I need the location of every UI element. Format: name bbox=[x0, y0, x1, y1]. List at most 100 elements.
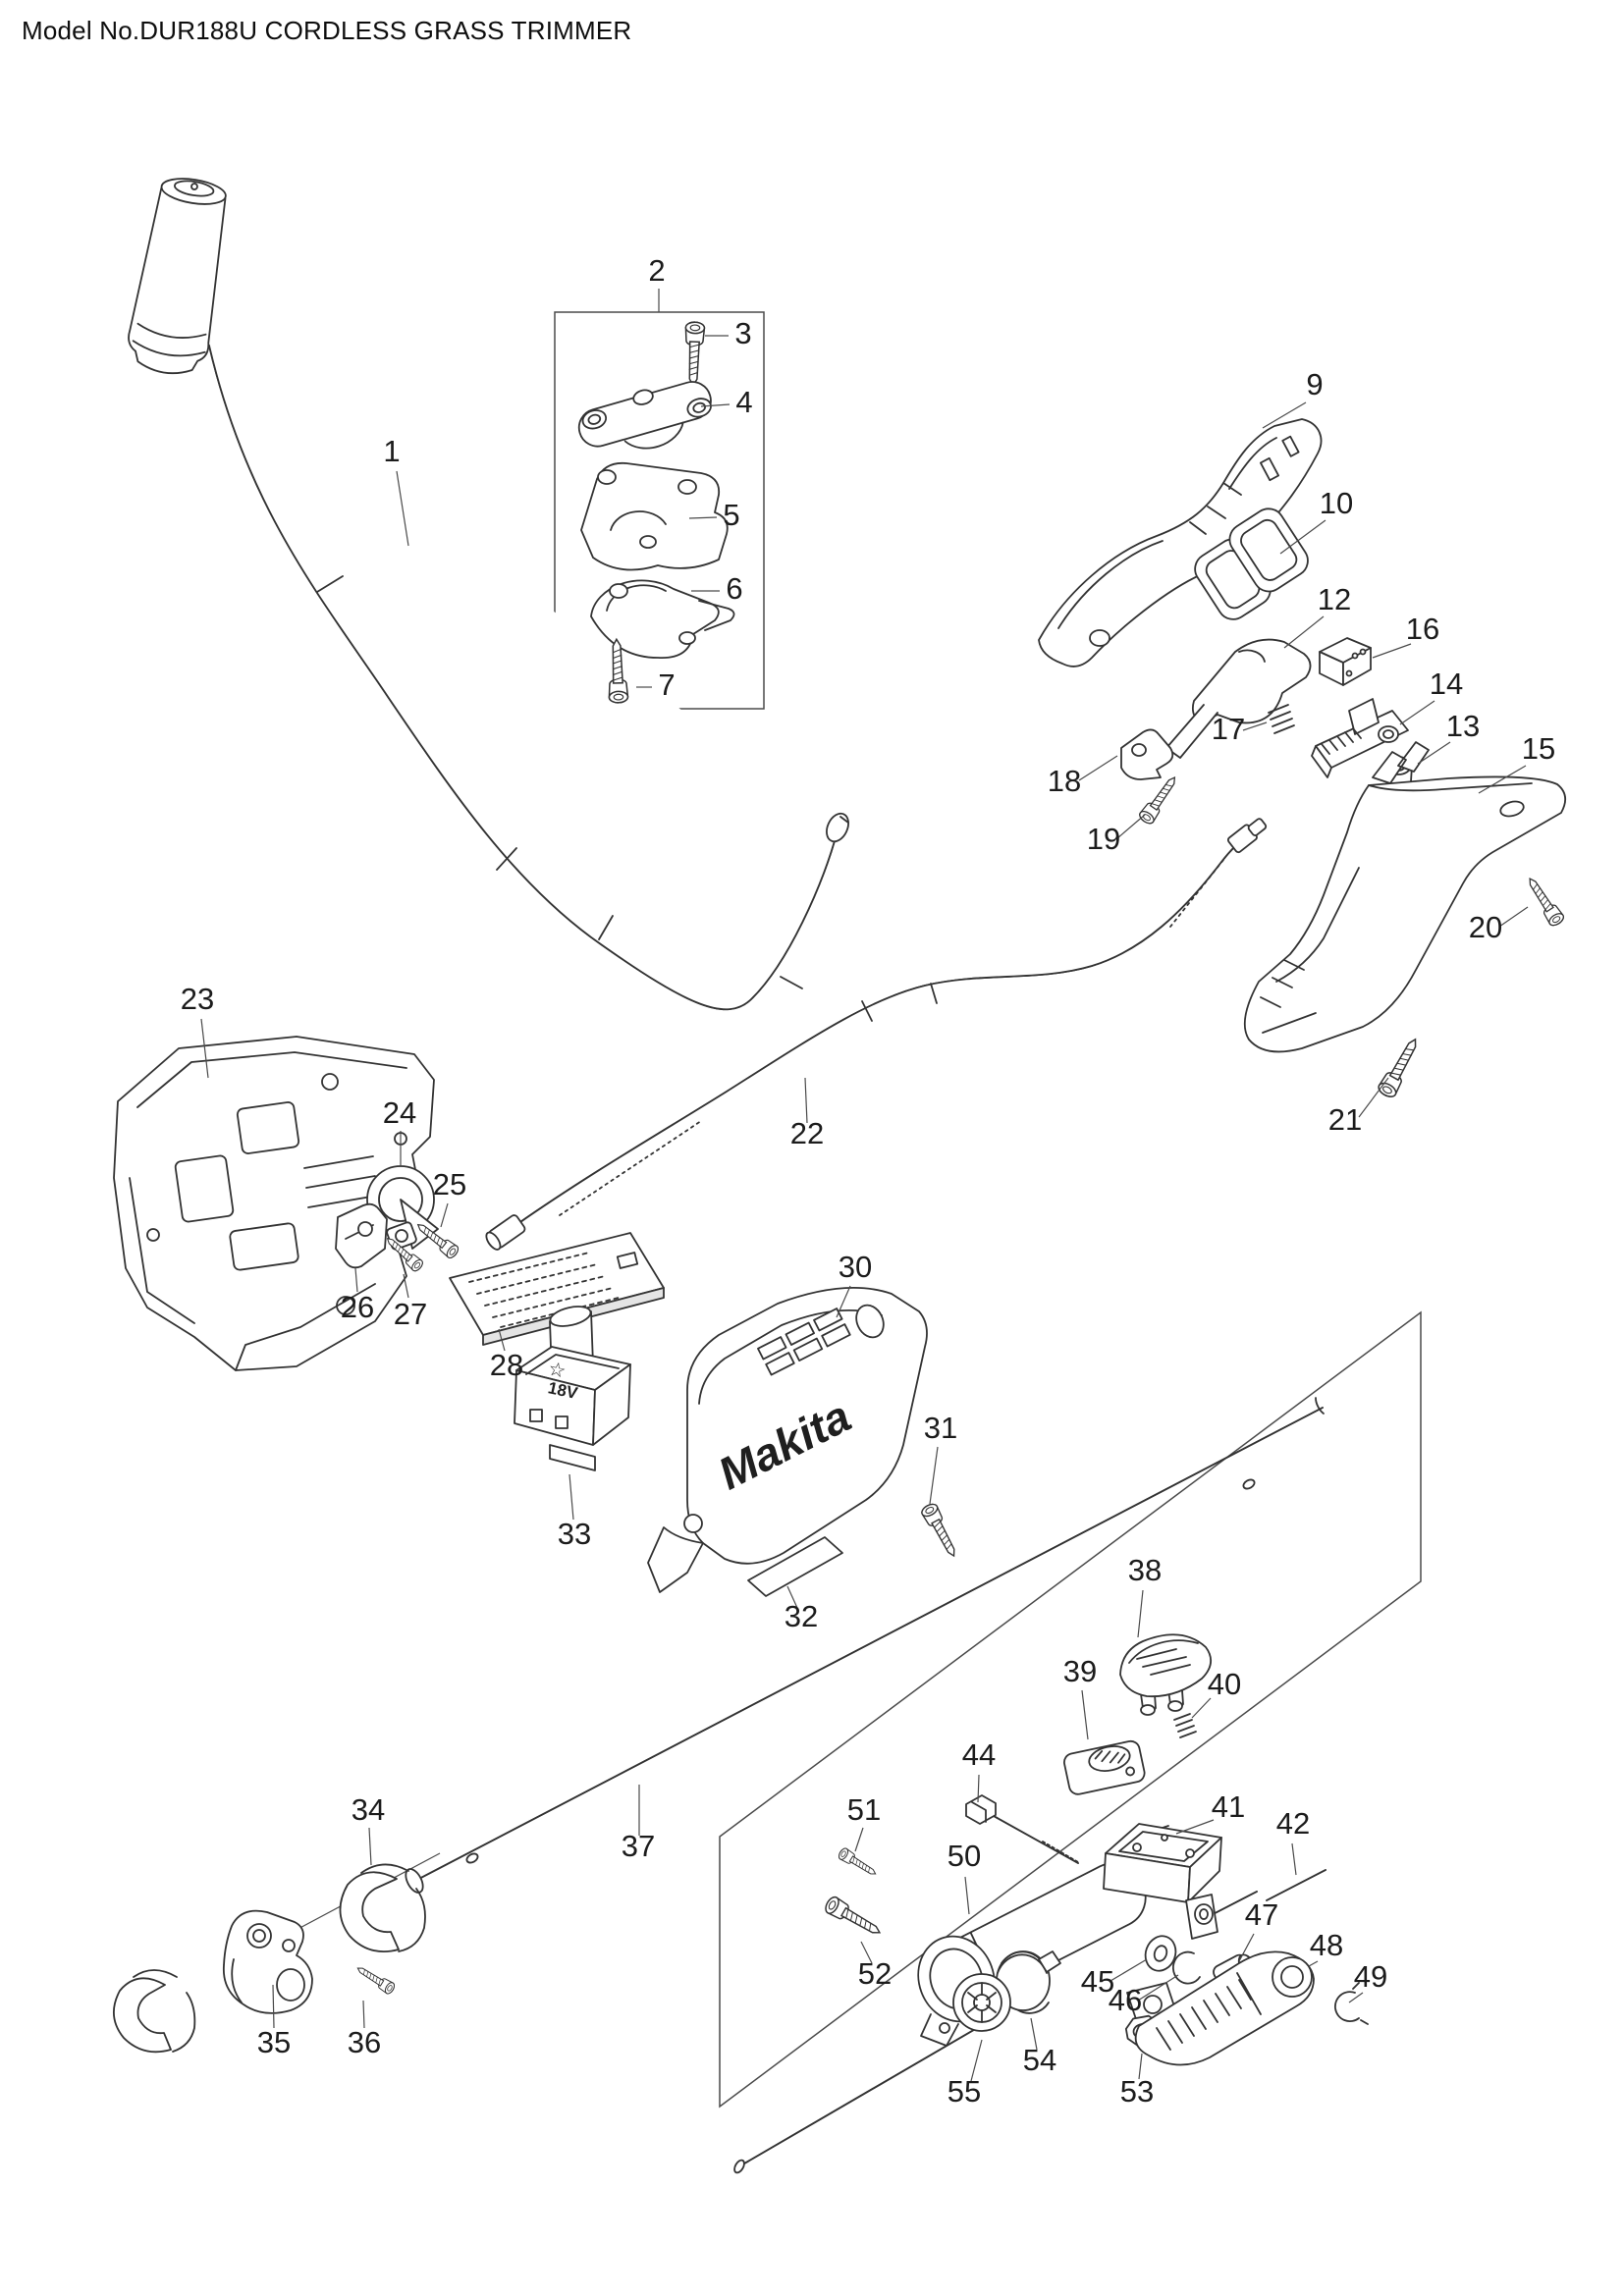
part-label-23: 23 bbox=[181, 982, 214, 1016]
leader-line-46 bbox=[1137, 1974, 1179, 2002]
part-23-motor-housing bbox=[113, 1036, 435, 1371]
leader-line-50 bbox=[964, 1876, 970, 1915]
leader-line-41 bbox=[1175, 1819, 1215, 1835]
part-label-30: 30 bbox=[839, 1250, 872, 1284]
part-4-handle-clamp-upper bbox=[577, 381, 712, 450]
part-label-35: 35 bbox=[257, 2025, 291, 2059]
leader-line-33 bbox=[568, 1473, 574, 1521]
leader-line-28 bbox=[498, 1328, 506, 1352]
part-21-screw bbox=[1376, 1034, 1425, 1100]
part-label-3: 3 bbox=[734, 316, 751, 350]
leader-line-47 bbox=[1238, 1933, 1255, 1962]
part-40-spring bbox=[1173, 1713, 1197, 1738]
part-label-10: 10 bbox=[1320, 486, 1353, 520]
part-5-handle-holder bbox=[580, 461, 729, 571]
part-32-name-plate bbox=[747, 1536, 843, 1597]
part-label-52: 52 bbox=[858, 1956, 892, 1991]
part-label-28: 28 bbox=[490, 1348, 523, 1382]
part-31-screw bbox=[919, 1501, 962, 1561]
part-label-33: 33 bbox=[558, 1517, 591, 1551]
part-30-housing-cover: Makita bbox=[647, 1287, 928, 1593]
part-34-pipe-cushion bbox=[339, 1863, 426, 1953]
leader-line-44 bbox=[977, 1774, 980, 1803]
leader-line-55 bbox=[970, 2039, 983, 2082]
leader-line-17 bbox=[1242, 721, 1268, 731]
leader-line-51 bbox=[854, 1827, 864, 1852]
part-label-37: 37 bbox=[622, 1829, 655, 1863]
part-1-handle-bar bbox=[128, 178, 849, 1011]
part-20-screw bbox=[1522, 874, 1567, 929]
leader-line-10 bbox=[1279, 519, 1326, 555]
part-38-joint-lever bbox=[1119, 1633, 1212, 1716]
leader-line-38 bbox=[1137, 1589, 1144, 1638]
part-label-26: 26 bbox=[341, 1290, 374, 1324]
part-55-drive-shaft bbox=[733, 1950, 1061, 2174]
leader-line-39 bbox=[1081, 1689, 1089, 1740]
part-label-32: 32 bbox=[785, 1599, 818, 1633]
part-34-pipe-cushion-pair bbox=[113, 1969, 196, 2054]
part-label-12: 12 bbox=[1318, 582, 1351, 616]
leader-line-52 bbox=[860, 1941, 873, 1964]
part-15-handle-housing-lower bbox=[1243, 741, 1567, 1053]
part-50-coupling-housing bbox=[917, 1823, 1222, 2047]
leader-line-45 bbox=[1110, 1958, 1148, 1982]
part-label-27: 27 bbox=[394, 1297, 427, 1331]
part-label-34: 34 bbox=[352, 1792, 385, 1827]
leader-line-31 bbox=[929, 1446, 939, 1505]
leader-line-40 bbox=[1191, 1697, 1212, 1719]
part-label-21: 21 bbox=[1328, 1102, 1362, 1137]
battery-star-mark: ☆ bbox=[546, 1359, 568, 1383]
detail-box-gear-case bbox=[719, 1310, 1422, 2109]
part-label-20: 20 bbox=[1469, 910, 1502, 944]
leader-line-48 bbox=[1308, 1960, 1319, 1967]
part-label-54: 54 bbox=[1023, 2043, 1056, 2077]
leader-line-14 bbox=[1399, 700, 1435, 725]
part-46-c-ring bbox=[1171, 1950, 1201, 1985]
part-12-switch-lever bbox=[1165, 638, 1312, 759]
leader-line-9 bbox=[1262, 401, 1307, 429]
part-51-screw bbox=[837, 1845, 880, 1880]
part-label-22: 22 bbox=[790, 1116, 824, 1150]
leader-line-26 bbox=[354, 1267, 358, 1293]
leader-line-19 bbox=[1116, 814, 1146, 839]
part-label-46: 46 bbox=[1109, 1983, 1142, 2017]
part-label-1: 1 bbox=[383, 434, 400, 468]
leader-line-35 bbox=[272, 1984, 275, 2029]
part-19-screw bbox=[1136, 772, 1182, 827]
part-label-48: 48 bbox=[1310, 1928, 1343, 1962]
part-label-7: 7 bbox=[658, 667, 675, 702]
part-9-handle-housing-upper bbox=[1038, 418, 1323, 667]
part-3-screw bbox=[682, 321, 706, 387]
leader-line-4 bbox=[700, 403, 731, 407]
part-label-47: 47 bbox=[1245, 1897, 1278, 1932]
leader-line-1 bbox=[396, 470, 409, 547]
part-label-4: 4 bbox=[735, 385, 752, 419]
part-label-40: 40 bbox=[1208, 1667, 1241, 1701]
page-title: Model No.DUR188U CORDLESS GRASS TRIMMER bbox=[22, 16, 632, 45]
part-label-41: 41 bbox=[1212, 1789, 1245, 1824]
part-48-clamp-lever bbox=[1134, 1950, 1315, 2066]
part-14-switch-holder bbox=[1311, 698, 1409, 778]
part-label-50: 50 bbox=[947, 1839, 981, 1873]
leader-line-49 bbox=[1348, 1992, 1364, 2003]
part-label-36: 36 bbox=[348, 2025, 381, 2059]
part-label-2: 2 bbox=[648, 253, 665, 288]
leader-line-16 bbox=[1372, 643, 1412, 659]
part-22-flexible-shaft bbox=[485, 818, 1268, 1251]
leader-line-32 bbox=[786, 1585, 798, 1609]
leader-line-5 bbox=[688, 516, 718, 519]
part-label-6: 6 bbox=[726, 571, 742, 606]
part-label-49: 49 bbox=[1354, 1959, 1387, 1994]
part-37-pipe bbox=[405, 1397, 1325, 1894]
part-label-16: 16 bbox=[1406, 612, 1439, 646]
part-39-lock-button bbox=[1063, 1739, 1146, 1795]
part-label-15: 15 bbox=[1522, 731, 1555, 766]
part-35-hanger-bracket bbox=[222, 1909, 313, 2014]
leader-line-21 bbox=[1358, 1077, 1389, 1118]
callout-layer: 1234567910121614131517181920212223242526… bbox=[181, 253, 1555, 2109]
part-label-9: 9 bbox=[1306, 367, 1323, 401]
leader-line-42 bbox=[1291, 1842, 1297, 1876]
part-label-53: 53 bbox=[1120, 2074, 1154, 2109]
